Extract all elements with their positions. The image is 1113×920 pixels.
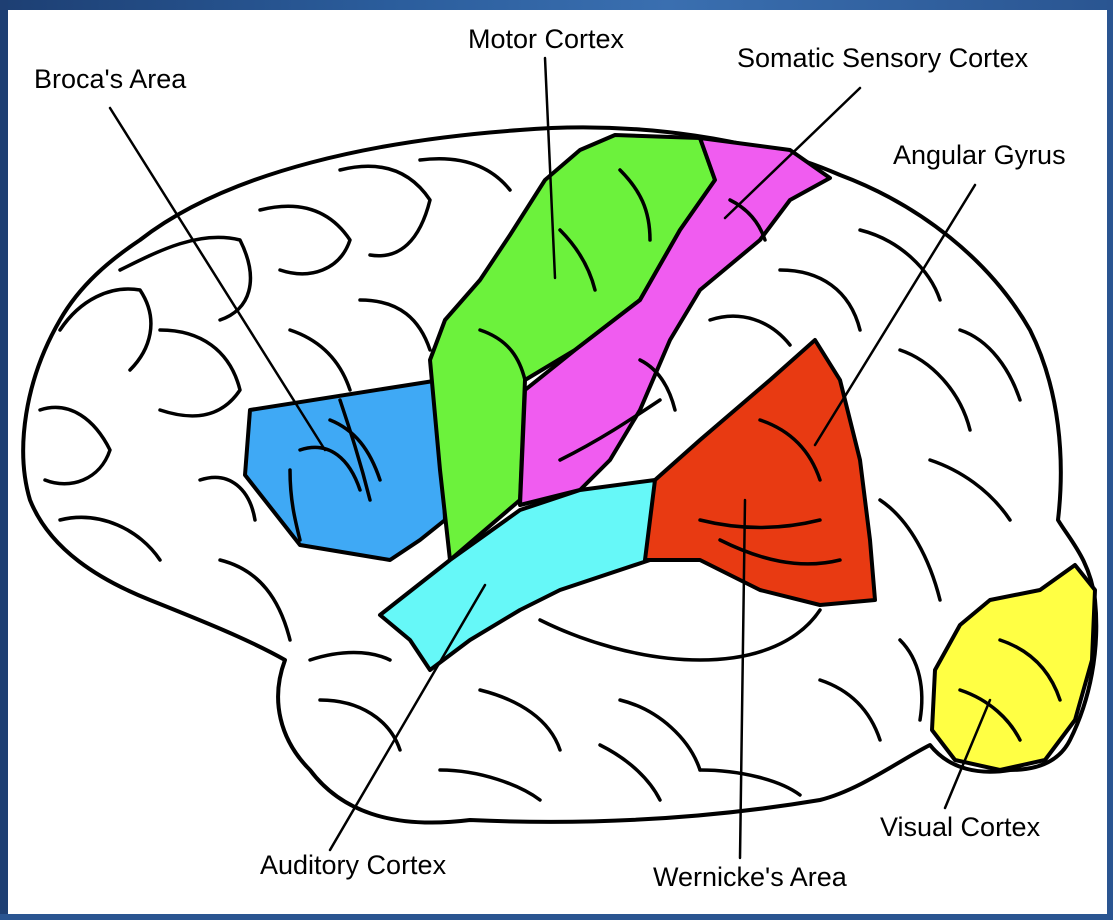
label-wernickes-area: Wernicke's Area <box>653 862 847 892</box>
label-brocas-area: Broca's Area <box>34 64 186 94</box>
label-auditory-cortex: Auditory Cortex <box>260 850 446 880</box>
label-motor-cortex: Motor Cortex <box>468 24 624 54</box>
label-visual-cortex: Visual Cortex <box>880 812 1040 842</box>
label-angular-gyrus: Angular Gyrus <box>893 140 1066 170</box>
label-somatic-sensory-cortex: Somatic Sensory Cortex <box>737 43 1028 73</box>
